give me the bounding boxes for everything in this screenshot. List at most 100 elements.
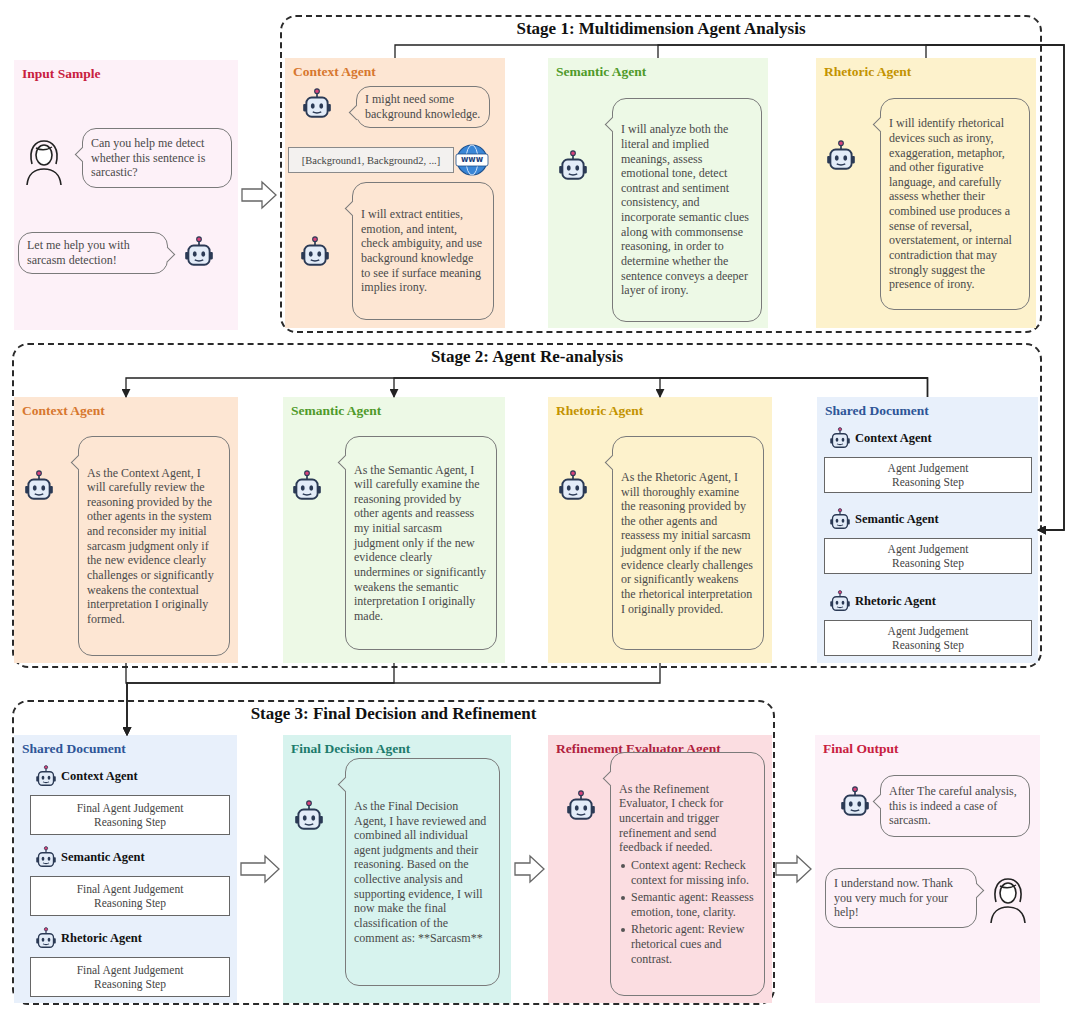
agent-panel: Refinement Evaluator AgentAs the Refinem… <box>548 735 772 1003</box>
connector-arrow <box>241 856 279 882</box>
bubble-text: As the Context Agent, I will carefully r… <box>87 466 221 627</box>
connector-arrow <box>515 856 544 882</box>
speech-bubble: I understand now. Thank you very much fo… <box>825 868 977 928</box>
agent-panel: Rhetoric Agent As the Rhetoric Agent, I w… <box>548 397 772 663</box>
speech-bubble: As the Context Agent, I will carefully r… <box>78 436 230 656</box>
bubble-text-group: As the Semantic Agent, I will carefully … <box>354 463 488 624</box>
box-text: Agent Judgement Reasoning Step <box>866 542 991 571</box>
robot-icon <box>567 791 595 819</box>
robot-icon <box>301 237 329 265</box>
robot-icon <box>559 471 587 499</box>
bubble-text: I might need some background knowledge. <box>365 92 481 121</box>
bubble-text: I understand now. Thank you very much fo… <box>834 876 968 920</box>
bubble-text-group: After The careful analysis, this is inde… <box>889 784 1021 828</box>
stage-title: Stage 1: Multidimension Agent Analysis <box>282 19 1040 39</box>
background-box: [Background1, Background2, ...] <box>288 147 454 173</box>
box-text: Agent Judgement Reasoning Step <box>866 461 991 490</box>
bubble-text: After The careful analysis, this is inde… <box>889 784 1021 828</box>
robot-icon <box>36 766 56 786</box>
box-text: Agent Judgement Reasoning Step <box>866 624 991 653</box>
stage-title: Stage 3: Final Decision and Refinement <box>14 704 773 724</box>
bubble-text: Let me help you with sarcasm detection! <box>27 238 159 267</box>
judgement-box: Semantic AgentAgent Judgement Reasoning … <box>824 538 1032 574</box>
speech-bubble: As the Refinement Evaluator, I check for… <box>610 752 765 996</box>
connector-arrow <box>658 45 1064 530</box>
speech-bubble: As the Semantic Agent, I will carefully … <box>345 436 497 650</box>
panel-title: Final Output <box>823 741 898 757</box>
speech-bubble: After The careful analysis, this is inde… <box>880 775 1030 837</box>
robot-icon <box>559 151 587 179</box>
agent-panel: Context AgentAs the Context Agent, I wil… <box>14 397 238 663</box>
connector-arrow <box>242 182 276 208</box>
globe-label: www <box>456 154 488 166</box>
agent-panel: Final Decision Agent As the Final Decisio… <box>283 735 511 1003</box>
panel-title: Shared Document <box>22 741 126 757</box>
robot-icon <box>827 141 855 169</box>
bubble-text-group: As the Rhetoric Agent, I will thoroughly… <box>621 470 755 616</box>
robot-icon <box>841 787 869 815</box>
agent-heading: Rhetoric Agent <box>61 931 142 946</box>
bullet-item: Rhetoric agent: Review rhetorical cues a… <box>619 922 756 966</box>
robot-icon <box>295 801 323 829</box>
bubble-text: As the Rhetoric Agent, I will thoroughly… <box>621 470 755 616</box>
user-icon <box>991 879 1025 923</box>
robot-icon <box>25 471 53 499</box>
speech-bubble: Let me help you with sarcasm detection! <box>18 232 168 274</box>
bubble-text-group: As the Context Agent, I will carefully r… <box>87 466 221 627</box>
connector-arrow <box>660 378 928 397</box>
panel-title: Input Sample <box>22 66 100 82</box>
agent-panel: Final OutputAfter The careful analysis, … <box>815 735 1040 1003</box>
bubble-text-group: As the Final Decision Agent, I have revi… <box>354 799 491 945</box>
connector-arrow <box>126 378 928 397</box>
speech-bubble: As the Rhetoric Agent, I will thoroughly… <box>612 436 764 650</box>
judgement-box: Context AgentAgent Judgement Reasoning S… <box>824 457 1032 493</box>
robot-icon <box>303 89 331 117</box>
robot-icon <box>830 428 850 448</box>
agent-panel: Shared DocumentContext AgentFinal Agent … <box>14 735 237 1003</box>
bubble-text: As the Final Decision Agent, I have revi… <box>354 799 491 945</box>
speech-bubble: I will identify rhetorical devices such … <box>880 98 1030 310</box>
box-text: Final Agent Judgement Reasoning Step <box>68 963 193 992</box>
agent-panel: Rhetoric AgentI will identify rhetorical… <box>816 58 1036 328</box>
connector-arrow <box>127 663 394 735</box>
robot-icon <box>830 591 850 611</box>
panel-title: Semantic Agent <box>556 64 646 80</box>
robot-icon <box>830 509 850 529</box>
judgement-box: Rhetoric AgentFinal Agent Judgement Reas… <box>30 957 230 997</box>
robot-icon <box>185 237 213 265</box>
stage-title: Stage 2: Agent Re-analysis <box>14 347 1040 367</box>
bubble-text: As the Refinement Evaluator, I check for… <box>619 782 756 855</box>
bubble-text: As the Semantic Agent, I will carefully … <box>354 463 488 624</box>
bubble-text-group: I will identify rhetorical devices such … <box>889 116 1021 292</box>
bubble-text-group: I will analyze both the literal and impl… <box>621 122 753 298</box>
box-text: Final Agent Judgement Reasoning Step <box>68 882 193 911</box>
bubble-text-group: I will extract entities, emotion, and in… <box>361 207 485 295</box>
bullet-item: Context agent: Recheck context for missi… <box>619 858 756 887</box>
judgement-box: Rhetoric AgentAgent Judgement Reasoning … <box>824 620 1032 656</box>
speech-bubble: I might need some background knowledge. <box>356 86 490 128</box>
robot-icon <box>293 471 321 499</box>
box-text: [Background1, Background2, ...] <box>302 155 441 166</box>
robot-icon <box>36 847 56 867</box>
bubble-text-group: Can you help me detect whether this sent… <box>91 136 223 180</box>
agent-panel: Semantic AgentAs the Semantic Agent, I w… <box>283 397 505 663</box>
agent-panel: Input SampleCan you help me detect wheth… <box>14 60 238 330</box>
user-icon <box>27 141 61 185</box>
connector-arrow <box>926 45 1064 530</box>
connector-arrow <box>395 45 1064 530</box>
speech-bubble: I will analyze both the literal and impl… <box>612 98 762 322</box>
panel-title: Final Decision Agent <box>291 741 410 757</box>
speech-bubble: I will extract entities, emotion, and in… <box>352 182 494 320</box>
bubble-text: Can you help me detect whether this sent… <box>91 136 223 180</box>
agent-panel: Context AgentI might need some backgroun… <box>285 58 505 328</box>
connector-arrow <box>127 663 660 735</box>
panel-title: Rhetoric Agent <box>556 403 643 419</box>
bubble-text-group: I understand now. Thank you very much fo… <box>834 876 968 920</box>
robot-icon <box>36 928 56 948</box>
stage-group: Stage 3: Final Decision and RefinementSh… <box>12 700 775 1005</box>
agent-panel: Shared DocumentContext AgentAgent Judgem… <box>817 397 1038 663</box>
agent-heading: Semantic Agent <box>61 850 145 865</box>
bubble-text: I will analyze both the literal and impl… <box>621 122 753 298</box>
